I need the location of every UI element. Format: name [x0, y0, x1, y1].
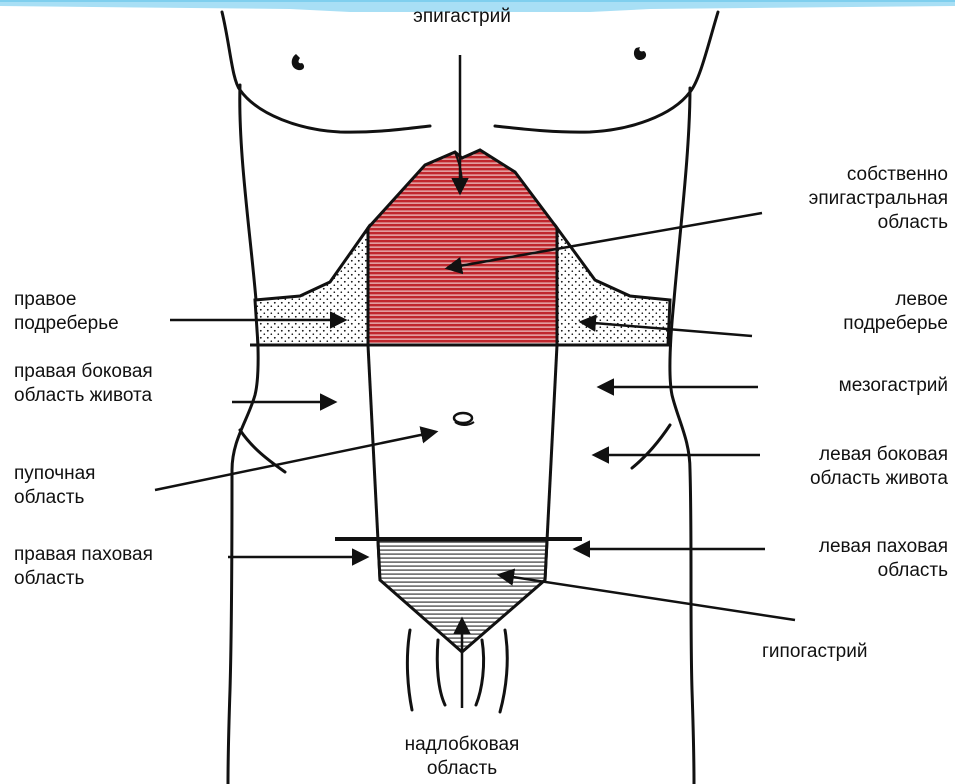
nipple-marks — [292, 47, 646, 70]
label-right-lateral: правая боковая область живота — [14, 360, 153, 408]
label-epigastric-proper: собственно эпигастральная область — [750, 163, 948, 235]
body-outline — [222, 12, 718, 784]
label-left-inguinal: левая паховая область — [760, 535, 948, 583]
label-right-hypochondrium: правое подреберье — [14, 288, 119, 336]
label-umbilical: пупочная область — [14, 462, 95, 510]
right-hypochondrium-shape — [255, 228, 368, 345]
label-left-lateral: левая боковая область живота — [740, 443, 948, 491]
label-epigastrium: эпигастрий — [380, 5, 544, 29]
umbilicus-mark — [454, 413, 474, 425]
label-left-hypochondrium: левое подреберье — [790, 288, 948, 336]
label-hypogastrium: гипогастрий — [762, 640, 867, 664]
label-right-inguinal: правая паховая область — [14, 543, 153, 591]
label-suprapubic: надлобковая область — [370, 733, 554, 781]
label-mesogastrium: мезогастрий — [760, 374, 948, 398]
